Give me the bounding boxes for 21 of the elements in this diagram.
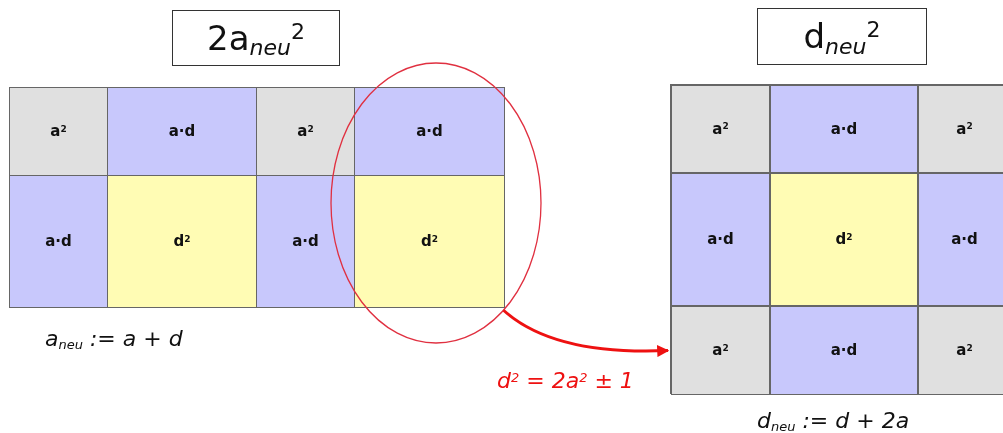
curved-arrow xyxy=(502,309,670,357)
area-tile: a·d xyxy=(256,175,355,308)
area-tile: a·d xyxy=(9,175,108,308)
formula-text: d$_{neu}$ := d + 2a xyxy=(757,407,910,433)
area-tile: a$^{2}$ xyxy=(671,85,770,173)
area-tile: d$^{2}$ xyxy=(770,173,918,306)
area-tile: a·d xyxy=(918,173,1003,306)
area-tile: a$^{2}$ xyxy=(918,85,1003,173)
square-grid xyxy=(670,84,1003,394)
area-tile: d$^{2}$ xyxy=(107,175,257,308)
highlight-ellipse xyxy=(331,63,541,343)
area-tile: a$^{2}$ xyxy=(256,87,355,176)
area-tile: a·d xyxy=(107,87,257,176)
area-tile: a$^{2}$ xyxy=(918,306,1003,395)
area-tile: a·d xyxy=(770,306,918,395)
area-tile: a$^{2}$ xyxy=(671,306,770,395)
area-tile: a·d xyxy=(671,173,770,306)
area-tile: a$^{2}$ xyxy=(9,87,108,176)
edge-label: d$^{2}$ = 2a$^{2}$ ± 1 xyxy=(497,367,634,395)
area-tile: a·d xyxy=(770,85,918,173)
formula-text: a$_{neu}$ := a + d xyxy=(45,325,183,355)
